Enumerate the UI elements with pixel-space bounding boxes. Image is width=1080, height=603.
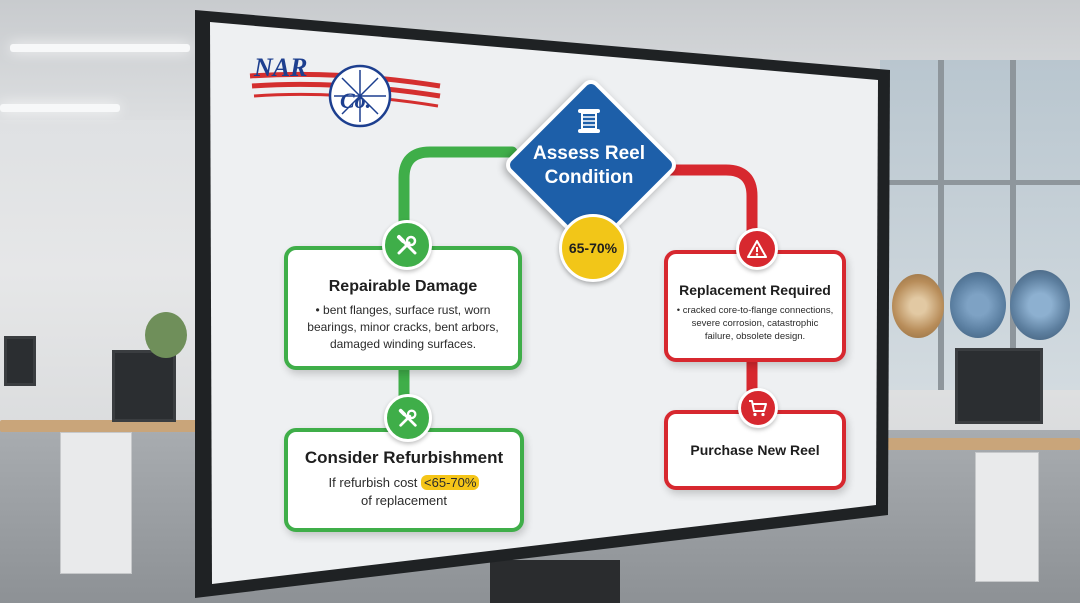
repairable-body-line2: bearings, minor cracks, bent arbors, <box>307 320 499 334</box>
assess-label-line1: Assess Reel <box>533 143 645 164</box>
refurbish-body-line2: of replacement <box>361 493 447 508</box>
ceiling-light <box>10 44 190 52</box>
replacement-title: Replacement Required <box>679 282 831 298</box>
assess-label: Assess Reel Condition <box>506 142 672 190</box>
refurbish-body-prefix: If refurbish cost <box>328 475 418 490</box>
wrench-screwdriver-icon <box>382 220 432 270</box>
background-monitor <box>4 336 36 386</box>
desk <box>0 420 200 432</box>
cabinet <box>60 432 132 574</box>
start-node-assess: Assess Reel Condition <box>501 75 681 255</box>
cable-reel-image <box>1010 270 1070 340</box>
svg-text:Co.: Co. <box>340 88 371 113</box>
company-logo: NAR Co. <box>248 52 448 134</box>
cart-icon <box>738 388 778 428</box>
refurbish-title: Consider Refurbishment <box>304 448 504 467</box>
repairable-body-line1: • bent flanges, surface rust, worn <box>315 303 491 317</box>
consider-refurbishment-box: Consider Refurbishment If refurbish cost… <box>284 428 524 532</box>
plant <box>145 312 187 358</box>
repairable-title: Repairable Damage <box>328 278 478 295</box>
background-monitor <box>112 350 176 422</box>
warning-icon <box>736 228 778 270</box>
purchase-title: Purchase New Reel <box>690 442 820 458</box>
replacement-body-line3: failure, obsolete design. <box>704 331 806 342</box>
spool-icon <box>575 106 603 136</box>
replacement-body-line2: severe corrosion, catastrophic <box>691 318 819 329</box>
background-monitor <box>955 348 1043 424</box>
replacement-body-line1: • cracked core-to-flange connections, <box>676 305 834 316</box>
wrench-screwdriver-icon <box>384 394 432 442</box>
cable-reel-image <box>892 274 944 338</box>
threshold-badge: 65-70% <box>559 214 627 282</box>
svg-text:NAR: NAR <box>253 53 307 82</box>
cable-reel-image <box>950 272 1006 338</box>
refurbish-highlight: <65-70% <box>421 475 480 490</box>
desk <box>885 438 1080 450</box>
assess-label-line2: Condition <box>544 167 634 188</box>
logo-graphic: NAR Co. <box>249 53 441 128</box>
ceiling-light <box>0 104 120 112</box>
repairable-body-line3: damaged winding surfaces. <box>329 337 477 351</box>
cabinet <box>975 452 1039 582</box>
